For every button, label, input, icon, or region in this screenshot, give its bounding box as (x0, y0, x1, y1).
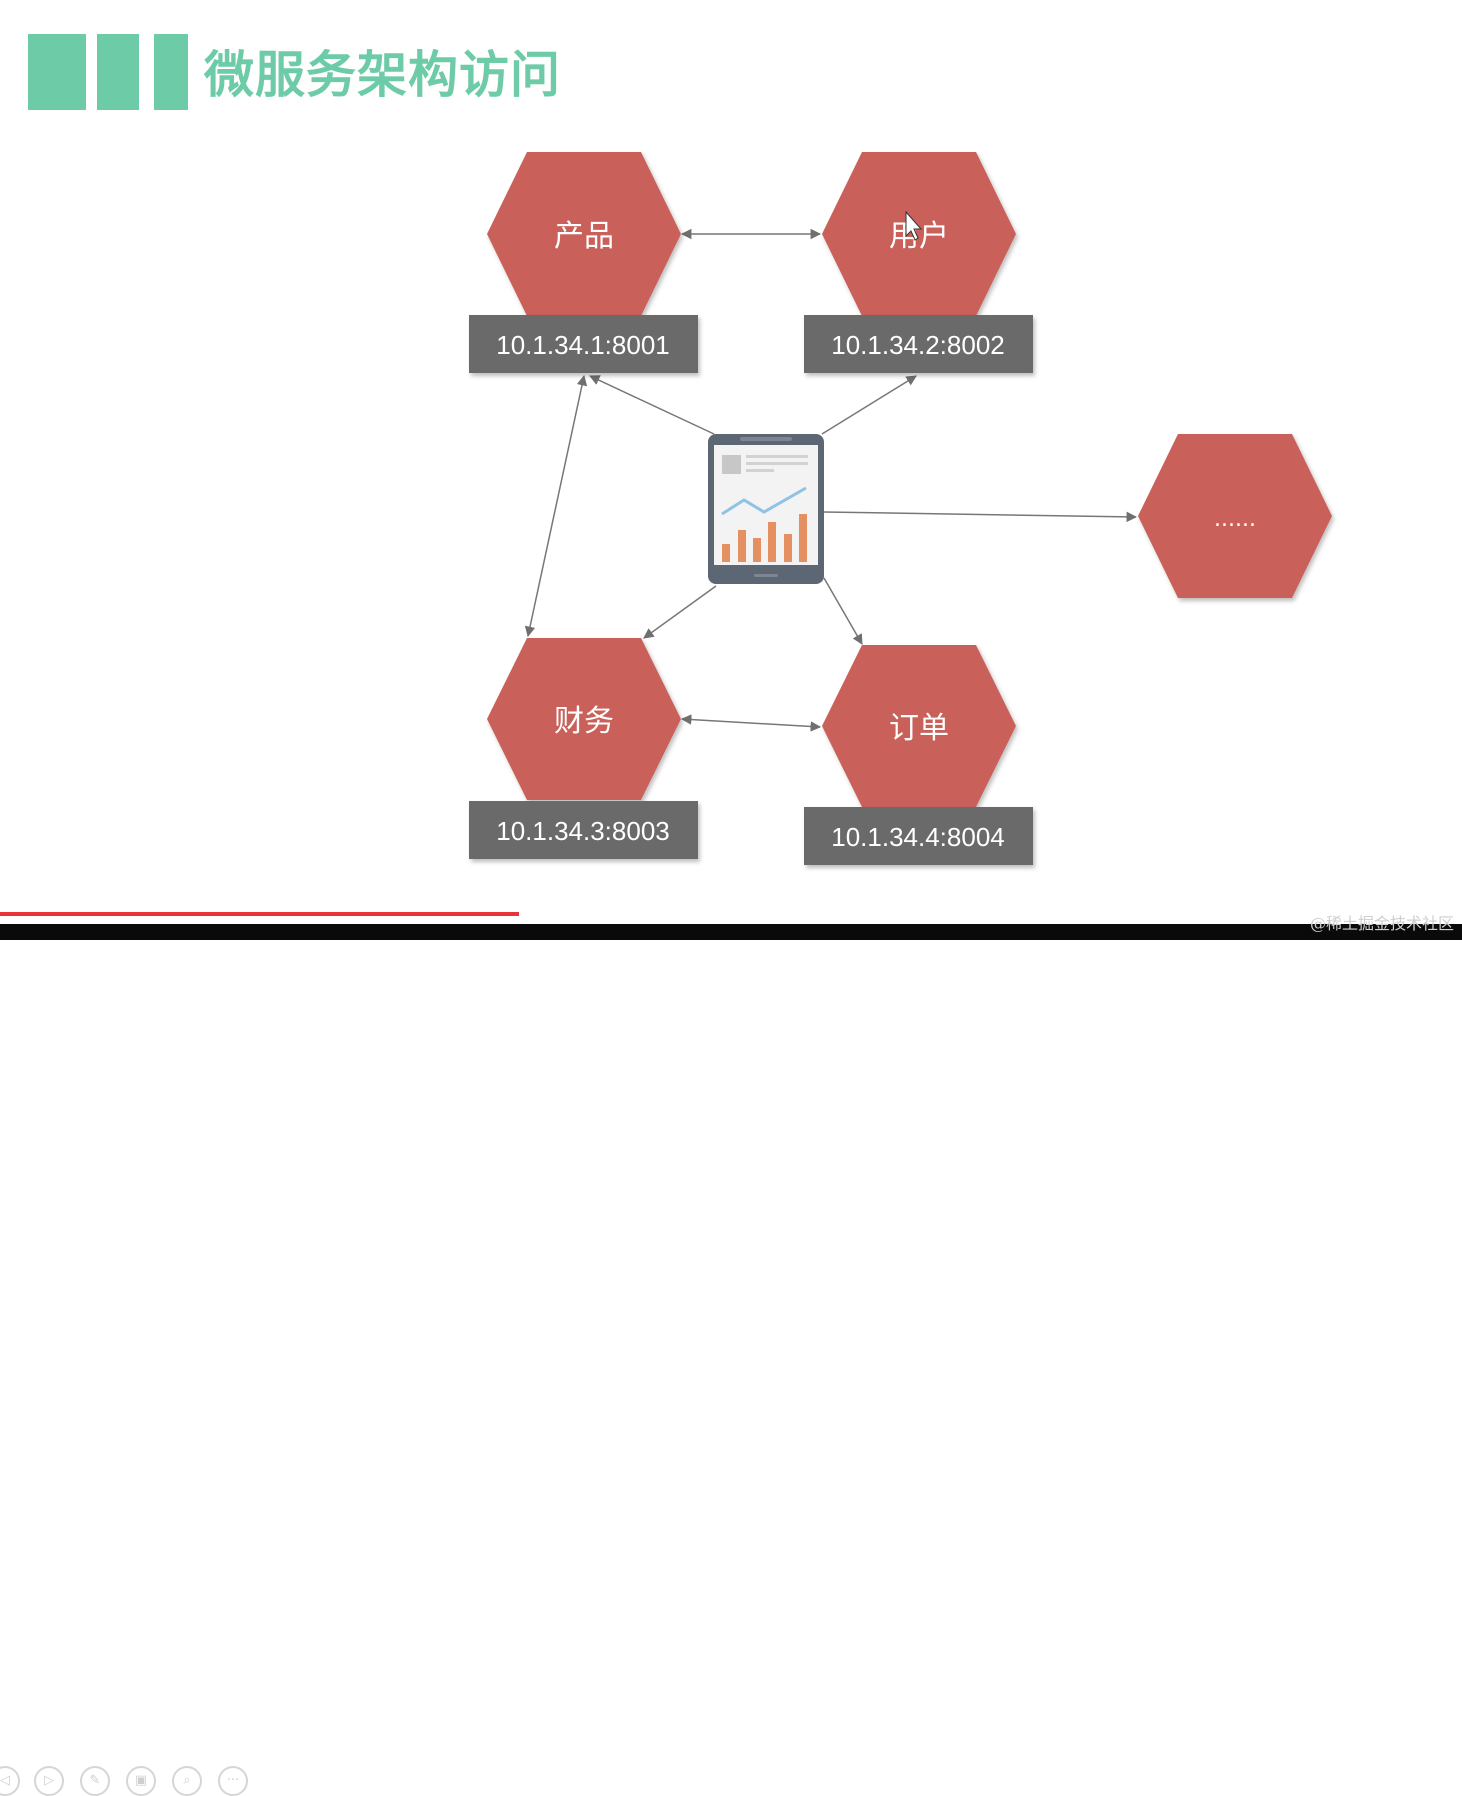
video-progress-bar[interactable] (0, 912, 1462, 916)
address-label-order: 10.1.34.4:8004 (831, 822, 1005, 852)
arrow-client-more (823, 511, 1138, 523)
arrow-client-product (589, 375, 715, 435)
service-label-order: 订单 (889, 711, 949, 746)
service-label-more: ...... (1214, 507, 1256, 532)
hexagon-finance (487, 638, 681, 800)
hexagon-order (822, 645, 1016, 807)
more-icon[interactable]: ··· (218, 1766, 248, 1796)
play-icon[interactable]: ▷ (34, 1766, 64, 1796)
hexagon-product (487, 152, 681, 316)
service-more[interactable] (1138, 434, 1332, 598)
pen-icon[interactable]: ✎ (80, 1766, 110, 1796)
zoom-icon[interactable]: ⌕ (172, 1766, 202, 1796)
arrow-client-user (821, 375, 917, 435)
service-user[interactable] (822, 152, 1016, 316)
bottom-caption-strip (0, 924, 1462, 940)
prev-icon[interactable]: ◁ (0, 1766, 20, 1796)
watermark: @稀土掘金技术社区 (1309, 914, 1454, 933)
page-title: 微服务架构访问 (204, 46, 561, 104)
microservice-diagram: 产品 用户 财务 订单 ...... 10.1.34.1:8001 10.1.3… (469, 152, 1332, 865)
mouse-cursor-icon (905, 210, 923, 241)
hexagon-user (822, 152, 1016, 316)
video-progress-fill (0, 912, 519, 916)
service-label-user: 用户 (889, 219, 949, 254)
arrow-client-order (823, 577, 863, 645)
arrow-client-finance (643, 585, 717, 639)
service-label-finance: 财务 (554, 704, 614, 739)
connections (524, 228, 1138, 732)
address-label-product: 10.1.34.1:8001 (496, 330, 670, 360)
service-order[interactable] (822, 645, 1016, 807)
slideshow-controls: ◁ ▷ ✎ ▣ ⌕ ··· (0, 880, 1462, 1796)
tablet-dashboard-icon (708, 434, 824, 584)
address-box-user (804, 315, 1033, 373)
service-finance[interactable] (487, 638, 681, 800)
arrow-product-finance (524, 374, 588, 638)
title-bar-3 (154, 34, 188, 110)
address-box-product (469, 315, 698, 373)
address-label-finance: 10.1.34.3:8003 (496, 816, 670, 846)
slides-icon[interactable]: ▣ (126, 1766, 156, 1796)
service-product[interactable] (487, 152, 681, 316)
address-label-user: 10.1.34.2:8002 (831, 330, 1005, 360)
title-bar-2 (97, 34, 139, 110)
title-bar-1 (28, 34, 86, 110)
arrow-finance-order (680, 714, 822, 732)
address-box-finance (469, 801, 698, 859)
address-box-order (804, 807, 1033, 865)
hexagon-more (1138, 434, 1332, 598)
service-label-product: 产品 (554, 219, 614, 254)
